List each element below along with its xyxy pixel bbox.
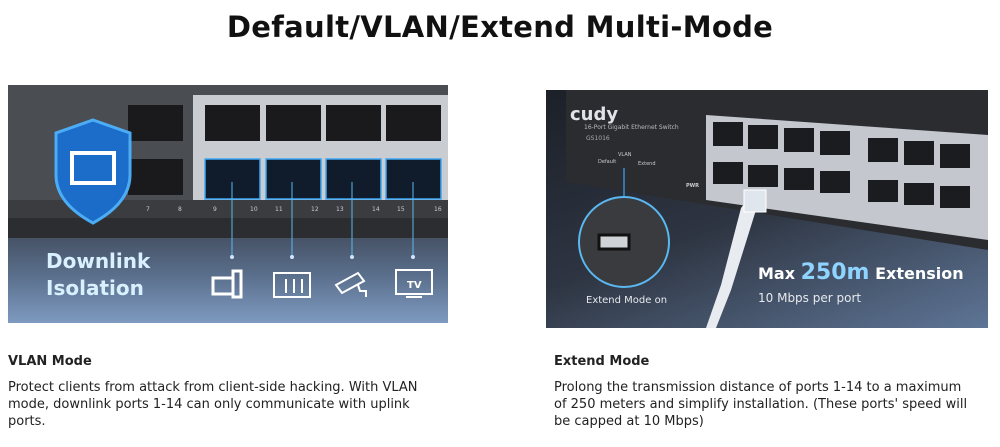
vlan-mode-description: Protect clients from attack from client-…: [8, 380, 418, 429]
brand-logo: cudy: [570, 104, 619, 125]
speed-subline: 10 Mbps per port: [758, 291, 862, 305]
extend-mode-title: Extend Mode: [554, 354, 650, 369]
port-label: 7: [146, 206, 150, 213]
port-label: 8: [178, 206, 182, 213]
headline-value: 250m: [800, 260, 870, 285]
isolation-heading: Isolation: [46, 276, 144, 300]
vlan-mode-title: VLAN Mode: [8, 354, 92, 369]
port-label: 15: [397, 206, 405, 213]
max-extension-headline: Max 250m Extension: [758, 260, 964, 285]
port-label: 16: [434, 206, 442, 213]
nas-icon: [273, 272, 311, 298]
switch-label-extend: Extend: [638, 161, 656, 167]
extend-mode-image: cudy 16-Port Gigabit Ethernet Switch GS1…: [546, 90, 988, 328]
downlink-heading: Downlink: [46, 249, 151, 273]
port-label: 10: [250, 206, 258, 213]
extend-mode-description: Prolong the transmission distance of por…: [554, 380, 968, 429]
device-model: GS1016: [586, 135, 610, 142]
pwr-label: PWR: [686, 183, 700, 189]
port-label: 13: [336, 206, 344, 213]
port-label: 12: [311, 206, 319, 213]
headline-suffix: Extension: [875, 264, 964, 283]
vlan-mode-image: 7 8 9 10 11 12 13 14 15 16 TV Downlink I…: [8, 85, 448, 323]
port-label: 9: [213, 206, 217, 213]
port-label: 11: [275, 206, 283, 213]
tv-icon: [395, 269, 433, 298]
switch-label-vlan: VLAN: [618, 152, 632, 158]
computer-icon: [211, 269, 243, 299]
headline-prefix: Max: [758, 264, 796, 283]
device-name: 16-Port Gigabit Ethernet Switch: [584, 124, 679, 131]
page-title: Default/VLAN/Extend Multi-Mode: [226, 10, 774, 44]
camera-icon: [334, 271, 367, 297]
extend-mode-callout: Extend Mode on: [586, 295, 668, 306]
tv-label: TV: [407, 280, 422, 291]
switch-label-default: Default: [598, 159, 617, 165]
port-label: 14: [372, 206, 380, 213]
